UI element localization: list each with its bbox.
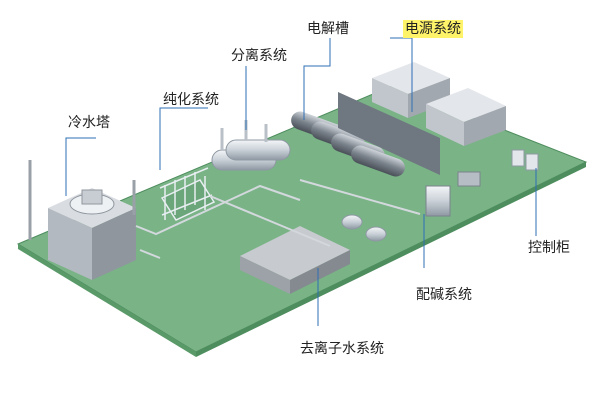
label-pointers: [65, 37, 537, 326]
separation-unit: [211, 120, 291, 171]
purification-unit: [159, 167, 216, 221]
dividing-wall: [338, 92, 440, 175]
label-cooling-tower: 冷水塔: [68, 115, 110, 131]
ground-edge: [18, 244, 196, 357]
label-deionized-water-system: 去离子水系统: [300, 341, 384, 357]
control-cabinet-units: [511, 149, 539, 171]
label-power-system: 电源系统: [403, 20, 463, 38]
alkali-unit: [341, 171, 481, 242]
label-alkali-system: 配碱系统: [416, 287, 472, 303]
label-purification-system: 纯化系统: [163, 92, 219, 108]
deionized-water-unit: [240, 226, 350, 294]
ground-edge-right: [196, 162, 586, 357]
pipework: [135, 179, 421, 259]
power-system-cabinets: [372, 62, 506, 146]
label-control-cabinet: 控制柜: [528, 240, 570, 256]
label-electrolyzer: 电解槽: [307, 21, 349, 37]
cooling-tower: [28, 160, 136, 280]
label-separation-system: 分离系统: [231, 48, 287, 64]
electrolyzer-stacks: [291, 111, 405, 177]
